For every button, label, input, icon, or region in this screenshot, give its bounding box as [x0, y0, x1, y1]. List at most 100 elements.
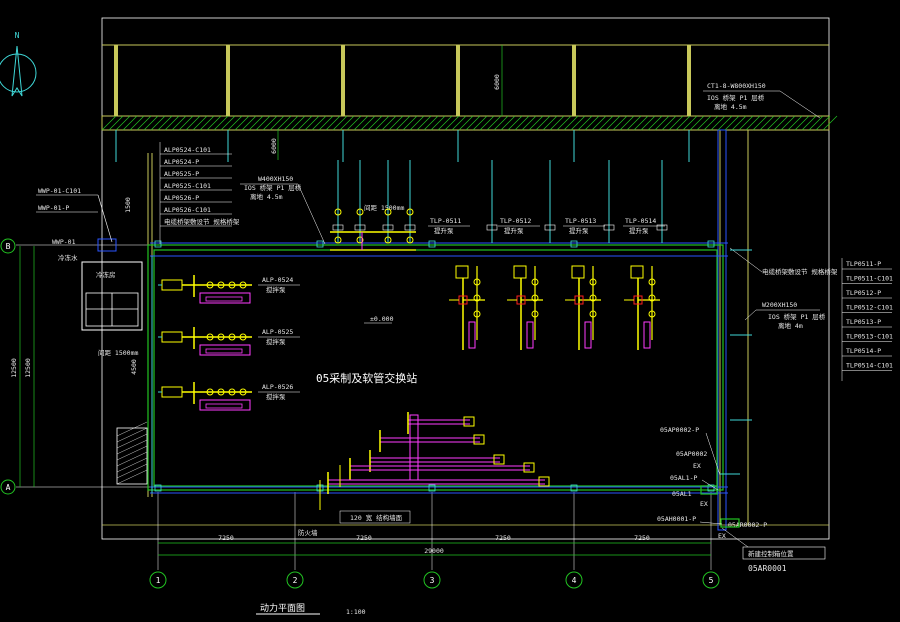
- tlp-tag-6: TLP0514-P: [846, 347, 881, 355]
- tlp-desc-2: 提升泵: [569, 226, 589, 235]
- spacing-left: 间距 1500mm: [98, 349, 138, 357]
- dim-left-total: 12500: [24, 358, 32, 378]
- grid-row-a: A: [6, 483, 11, 492]
- tlp-labels: TLP-0511提升泵TLP-0512提升泵TLP-0513提升泵TLP-051…: [428, 217, 665, 235]
- dim-top-small: 6000: [270, 138, 278, 154]
- box-05al1: [700, 485, 718, 495]
- right-tray-top-line3: 离地 4.5m: [714, 102, 747, 111]
- room-title: 05采制及软管交换站: [316, 371, 417, 385]
- plan-scale: 1:100: [346, 608, 366, 616]
- top-tray-line1: W400XH150: [258, 175, 293, 183]
- footer-note: 120 宽 结构墙面: [350, 513, 403, 522]
- tlp-tag-3: TLP0512-C101: [846, 304, 893, 312]
- dim-bay-2: 7250: [356, 534, 372, 542]
- top-tray-line2: IOS 桥架 P1 层桥: [244, 183, 302, 192]
- dim-top: 6000: [493, 74, 501, 90]
- cooling-room-label: 冷冻房: [96, 270, 116, 279]
- corner-control-box: 新建控制箱位置 05AR0001: [721, 527, 826, 573]
- column-3: [341, 45, 345, 116]
- column-1: [114, 45, 118, 116]
- tlp-tag-2: TLP0512-P: [846, 289, 881, 297]
- alp-tag-0: ALP0524-C101: [164, 146, 211, 154]
- alp-tag-5: ALP0526-C101: [164, 206, 211, 214]
- dim-left-small: 1500: [124, 197, 132, 213]
- column-6: [687, 45, 691, 116]
- tag-wwp-p: WWP-01-P: [38, 204, 69, 212]
- corner-box-code: 05AR0001: [748, 564, 787, 573]
- alp-tag-4: ALP0526-P: [164, 194, 199, 202]
- cooling-room: 冷冻房 冷冻水: [58, 238, 143, 331]
- tlp-desc-0: 提升泵: [434, 226, 454, 235]
- plan-title: 动力平面图: [260, 602, 305, 614]
- tlp-desc-3: 提升泵: [629, 226, 649, 235]
- right-tray-top-line2: IOS 桥架 P1 层桥: [707, 93, 765, 102]
- structural-grid-lines: [16, 244, 712, 570]
- right-equip-6: 05AH0001-P: [657, 515, 696, 523]
- alp-code-2: ALP-0526: [262, 383, 293, 391]
- tlp-tag-1: TLP0511-C101: [846, 275, 893, 283]
- north-label: N: [15, 31, 20, 40]
- grid-col-2: 2: [293, 576, 298, 585]
- alp-desc-1: 搅拌泵: [266, 337, 286, 346]
- cooling-tag: 冷冻水: [58, 253, 78, 262]
- tlp-code-2: TLP-0513: [565, 217, 596, 225]
- corner-box-text: 新建控制箱位置: [748, 549, 794, 558]
- grid-col-4: 4: [572, 576, 577, 585]
- alp-desc-0: 搅拌泵: [266, 285, 286, 294]
- right-tray-mid-line2: IOS 桥架 P1 层桥: [768, 312, 826, 321]
- box-05ar: [720, 518, 740, 528]
- tlp-pump-groups: [449, 265, 660, 350]
- bottom-equipment: [319, 412, 550, 510]
- cable-tray: [150, 242, 728, 494]
- dimension-texts: 7250 7250 7250 7250 29000 12500 12500 60…: [10, 74, 650, 555]
- grid-row-b: B: [6, 242, 11, 251]
- tlp-pump-1: [449, 265, 485, 350]
- grid-col-1: 1: [156, 576, 161, 585]
- column-4: [456, 45, 460, 116]
- right-equip-5: EX: [700, 500, 708, 508]
- wall-label: 防火墙: [298, 528, 318, 537]
- right-equipment: 05AP0002-P05AP0002EX05AL1-P05AL1EX05AH00…: [657, 249, 767, 540]
- right-equip-8: EX: [718, 532, 726, 540]
- tag-wwp-c101: WWP-01-C101: [38, 187, 81, 195]
- right-note: 电缆桥架敷设节 规格桥架: [762, 267, 838, 276]
- top-tray-spacing: 间距 1500mm: [364, 204, 404, 212]
- right-equip-7: 05AR0002-P: [728, 521, 767, 529]
- dim-bay-4: 7250: [634, 534, 650, 542]
- alp-desc-2: 搅拌泵: [266, 392, 286, 401]
- dim-bay-1: 7250: [218, 534, 234, 542]
- tlp-code-0: TLP-0511: [430, 217, 461, 225]
- wall-hatch: [101, 115, 838, 485]
- tlp-pump-2: [507, 265, 543, 350]
- left-tags: WWP-01-C101 WWP-01-P WWP-01: [36, 187, 113, 246]
- tlp-pump-4: [624, 265, 660, 350]
- stair-block: [116, 427, 148, 485]
- column-5: [572, 45, 576, 116]
- grid-bubbles: B A 1 2 3 4 5: [0, 238, 720, 589]
- tlp-code-1: TLP-0512: [500, 217, 531, 225]
- top-columns: [114, 45, 691, 162]
- dimension-lines: [19, 45, 711, 556]
- elevation-mark: ±0.000: [370, 315, 394, 323]
- north-arrow: N: [0, 31, 37, 97]
- dim-left-mid: 4500: [130, 359, 138, 375]
- right-equip-1: 05AP0002: [676, 450, 707, 458]
- alp-tag-3: ALP0525-C101: [164, 182, 211, 190]
- grid-col-5: 5: [709, 576, 714, 585]
- right-equip-2: EX: [693, 462, 701, 470]
- top-hatched-wall: [101, 115, 830, 131]
- tlp-tag-0: TLP0511-P: [846, 260, 881, 268]
- tlp-tag-4: TLP0513-P: [846, 318, 881, 326]
- alp-code-0: ALP-0524: [262, 276, 293, 284]
- alp-tag-2: ALP0525-P: [164, 170, 199, 178]
- right-tray-top-label: CT1-8-W800XH150 IOS 桥架 P1 层桥 离地 4.5m: [703, 82, 821, 119]
- top-manifold: [330, 208, 416, 251]
- alp-tag-1: ALP0524-P: [164, 158, 199, 166]
